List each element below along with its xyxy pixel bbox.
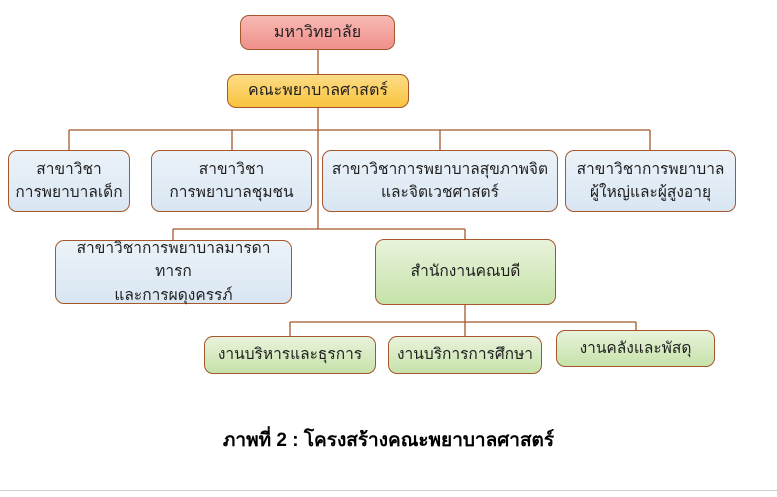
node-education-services-unit: งานบริการการศึกษา [388, 336, 542, 374]
node-adult-elderly-nursing: สาขาวิชาการพยาบาล ผู้ใหญ่และผู้สูงอายุ [565, 150, 736, 212]
node-university: มหาวิทยาลัย [240, 15, 395, 50]
page-bottom-edge [0, 490, 777, 491]
node-finance-supplies-unit: งานคลังและพัสดุ [556, 330, 715, 367]
figure-caption: ภาพที่ 2 : โครงสร้างคณะพยาบาลศาสตร์ [222, 430, 555, 451]
node-psychiatric-nursing: สาขาวิชาการพยาบาลสุขภาพจิต และจิตเวชศาสต… [322, 150, 558, 212]
node-pediatric-nursing: สาขาวิชา การพยาบาลเด็ก [8, 150, 130, 212]
node-faculty: คณะพยาบาลศาสตร์ [227, 74, 409, 108]
node-community-nursing: สาขาวิชา การพยาบาลชุมชน [151, 150, 312, 212]
node-dean-office: สำนักงานคณบดี [375, 239, 556, 305]
node-admin-general-unit: งานบริหารและธุรการ [204, 336, 376, 374]
node-maternal-newborn-nursing: สาขาวิชาการพยาบาลมารดาทารก และการผดุงครร… [55, 240, 292, 304]
